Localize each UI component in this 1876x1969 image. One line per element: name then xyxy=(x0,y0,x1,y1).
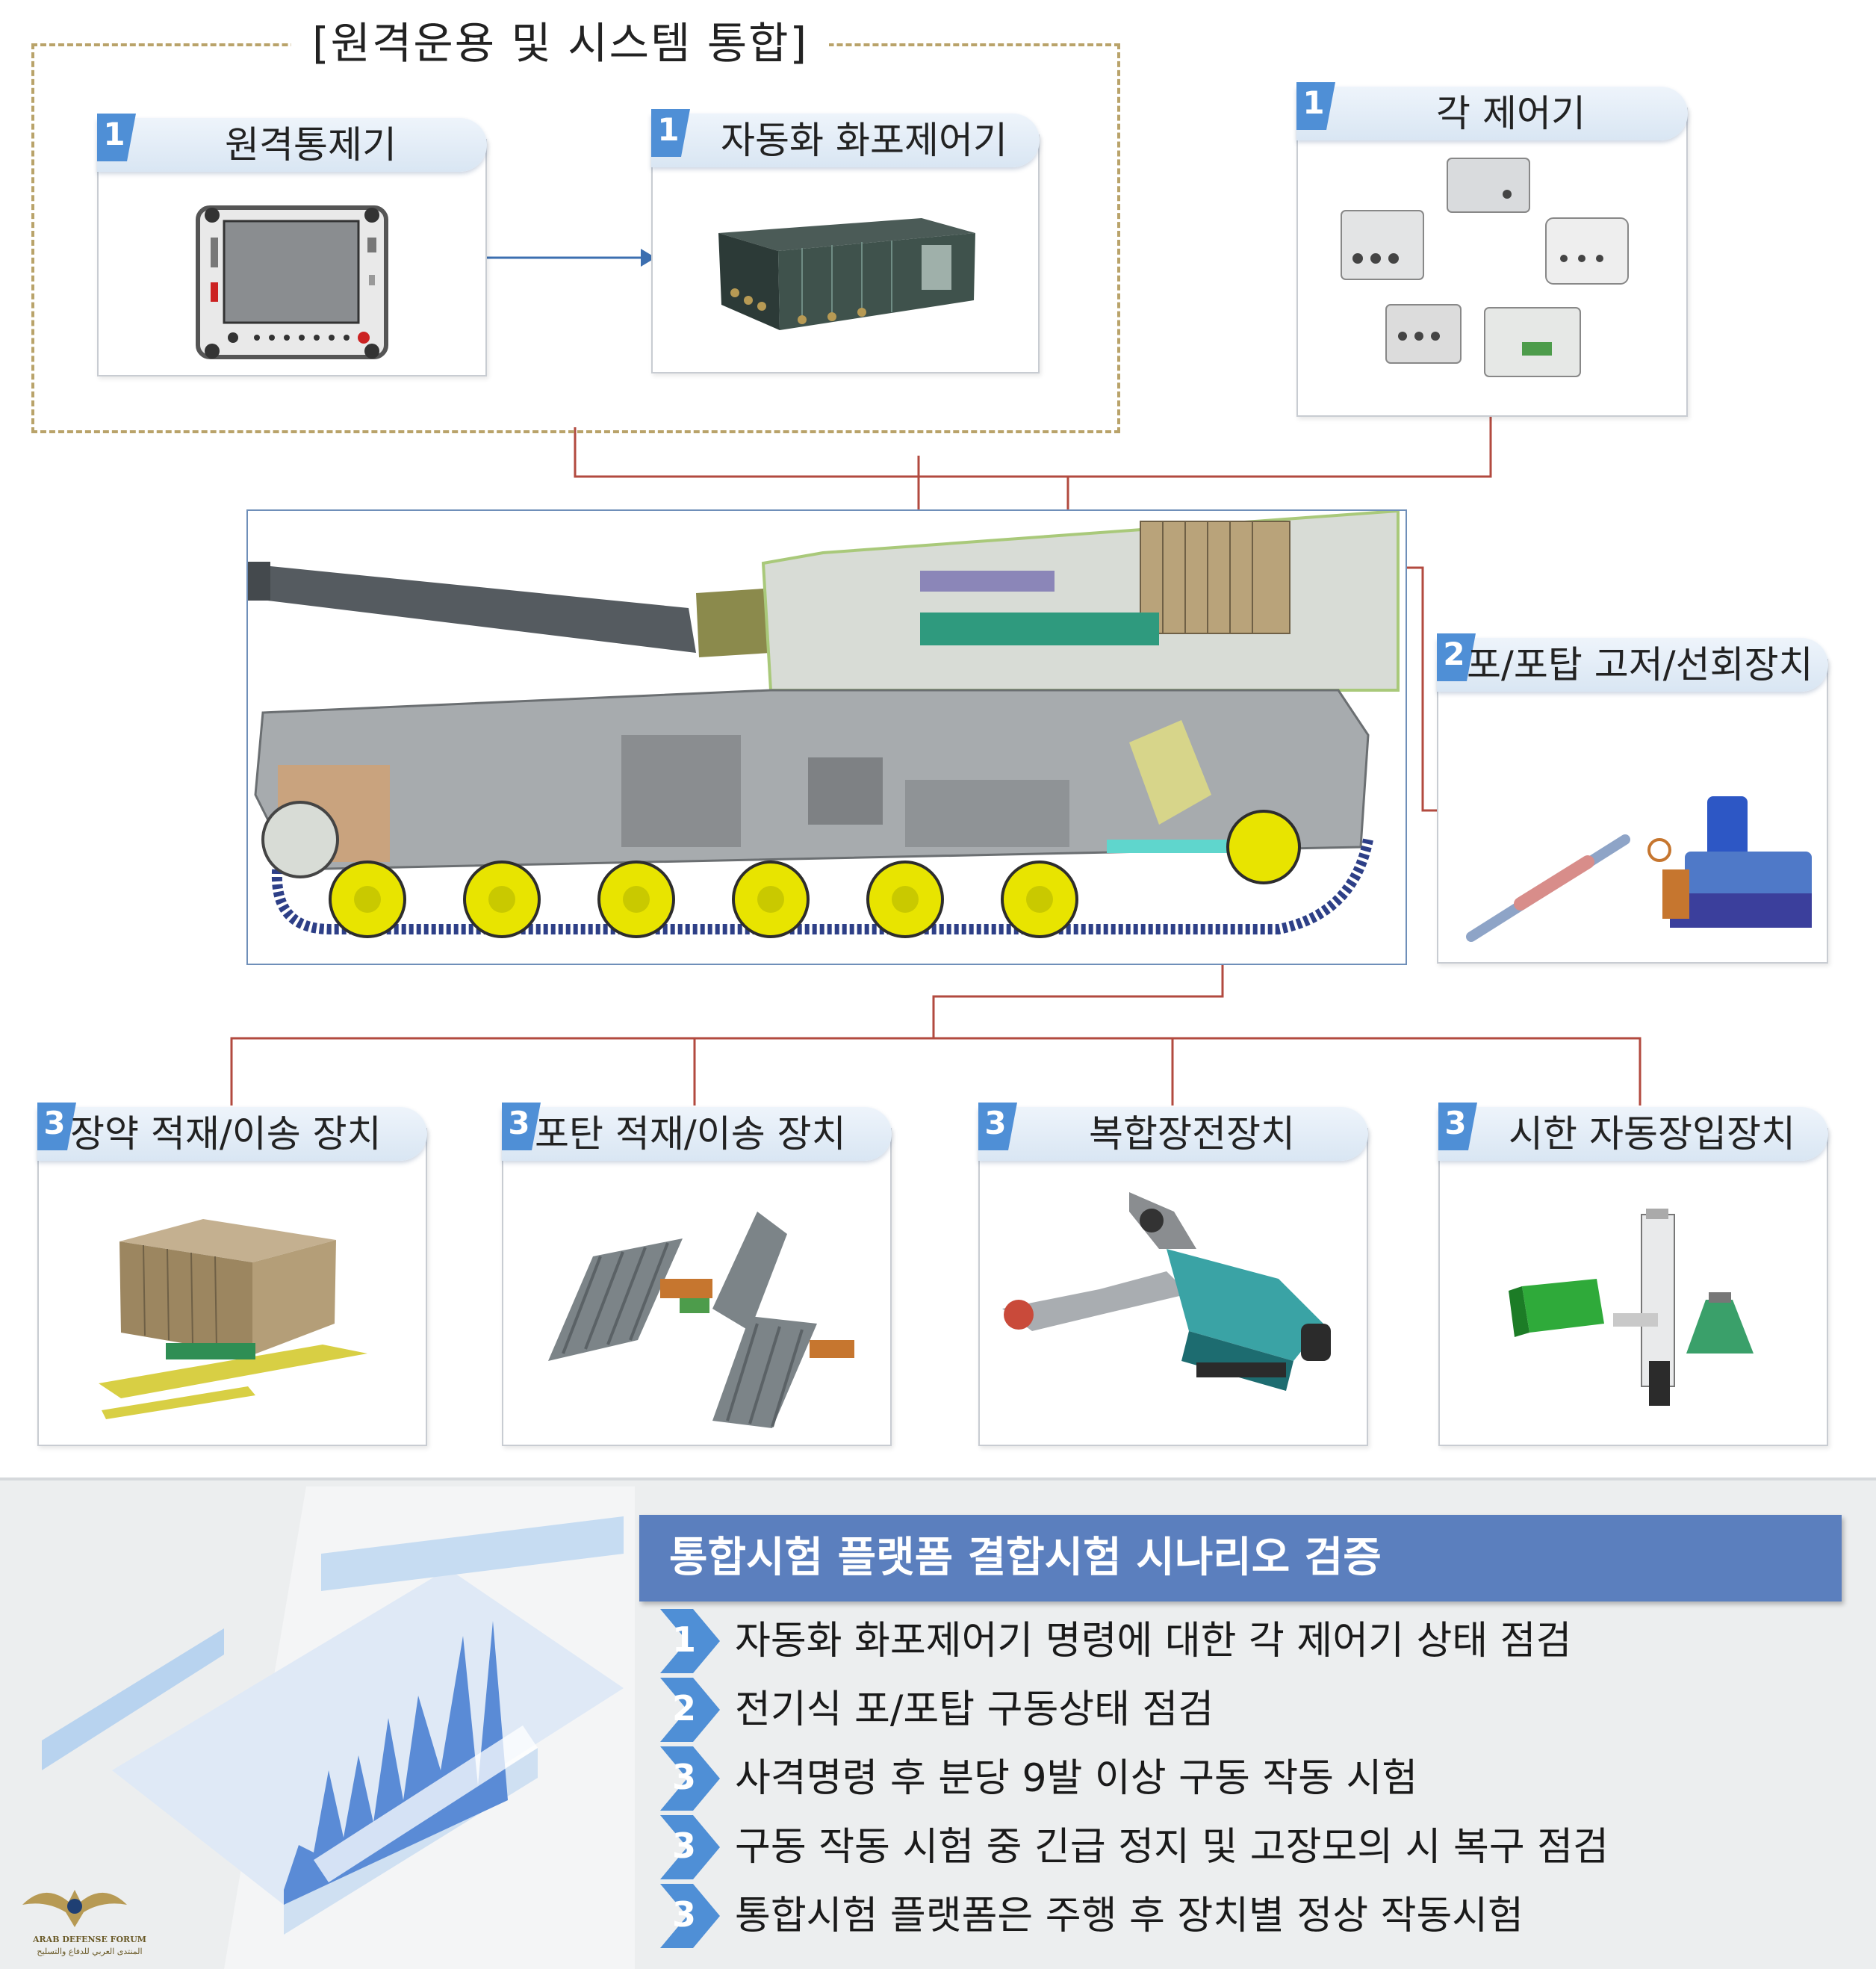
panel-divider xyxy=(0,1477,1876,1480)
step-chevron-icon: 1 xyxy=(660,1609,720,1673)
turret-drive-illustration xyxy=(1438,698,1827,962)
step-text: 자동화 화포제어기 명령에 대한 각 제어기 상태 점검 xyxy=(735,1619,1572,1663)
step-text: 사격명령 후 분당 9발 이상 구동 작동 시험 xyxy=(735,1756,1418,1801)
fire-control-unit-illustration xyxy=(653,173,1038,372)
card-charge-loader: 3 장약 적재/이송 장치 xyxy=(37,1103,427,1446)
badge: 3 xyxy=(978,1103,1017,1150)
card-combined-rammer: 3 복합장전장치 xyxy=(978,1103,1368,1446)
card-label: 복합장전장치 xyxy=(1089,1112,1295,1156)
card-label: 각 제어기 xyxy=(1436,92,1585,135)
card-label: 포/포탑 고저/선회장치 xyxy=(1467,643,1813,686)
eagle-icon xyxy=(22,1890,127,1927)
card-label: 원격통제기 xyxy=(225,123,397,167)
card-fuze-setter: 3 시한 자동장입장치 xyxy=(1438,1103,1828,1446)
card-remote-controller: 1 원격통제기 xyxy=(97,114,487,376)
card-label: 자동화 화포제어기 xyxy=(721,119,1007,162)
watermark-name: ARAB DEFENSE FORUM xyxy=(33,1935,146,1944)
shell-loader-illustration xyxy=(503,1167,890,1445)
badge: 3 xyxy=(1438,1103,1477,1150)
badge: 3 xyxy=(502,1103,541,1150)
card-label: 시한 자동장입장치 xyxy=(1509,1112,1795,1156)
remote-controller-illustration xyxy=(99,178,485,375)
badge: 1 xyxy=(651,109,690,157)
step-text: 구동 작동 시험 중 긴급 정지 및 고장모의 시 복구 점검 xyxy=(735,1825,1609,1870)
decorative-graphic xyxy=(42,1486,635,1969)
card-tab: 3 복합장전장치 xyxy=(978,1103,1368,1161)
step-chevron-icon: 3 xyxy=(660,1815,720,1879)
howitzer-cutaway-diagram xyxy=(246,509,1407,965)
scenario-step: 3 통합시험 플랫폼은 주행 후 장치별 정상 작동시험 xyxy=(660,1884,1855,1948)
group-title: [원격운용 및 시스템 통합] xyxy=(291,15,830,72)
fuze-setter-illustration xyxy=(1440,1167,1827,1445)
step-chevron-icon: 3 xyxy=(660,1884,720,1948)
step-text: 통합시험 플랫폼은 주행 후 장치별 정상 작동시험 xyxy=(735,1894,1524,1938)
scenario-step: 1 자동화 화포제어기 명령에 대한 각 제어기 상태 점검 xyxy=(660,1609,1855,1673)
card-tab: 1 각 제어기 xyxy=(1296,82,1688,140)
card-tab: 3 시한 자동장입장치 xyxy=(1438,1103,1828,1161)
card-shell-loader: 3 포탄 적재/이송 장치 xyxy=(502,1103,892,1446)
card-tab: 2 포/포탑 고저/선회장치 xyxy=(1437,633,1828,692)
watermark-sub: المنتدى العربي للدفاع والتسليح xyxy=(37,1947,143,1956)
card-tab: 3 포탄 적재/이송 장치 xyxy=(502,1103,892,1161)
card-tab: 1 자동화 화포제어기 xyxy=(651,109,1040,167)
card-fire-control-unit: 1 자동화 화포제어기 xyxy=(651,109,1040,373)
card-label: 포탄 적재/이송 장치 xyxy=(535,1112,846,1156)
step-chevron-icon: 3 xyxy=(660,1746,720,1811)
scenario-step: 3 사격명령 후 분당 9발 이상 구동 작동 시험 xyxy=(660,1746,1855,1811)
scenario-step: 2 전기식 포/포탑 구동상태 점검 xyxy=(660,1678,1855,1742)
watermark-logo: ARAB DEFENSE FORUM المنتدى العربي للدفاع… xyxy=(15,1875,146,1965)
combined-rammer-illustration xyxy=(980,1167,1367,1445)
step-chevron-icon: 2 xyxy=(660,1678,720,1742)
card-label: 장약 적재/이송 장치 xyxy=(70,1112,382,1156)
scenario-header: 통합시험 플랫폼 결합시험 시나리오 검증 xyxy=(639,1515,1842,1601)
controllers-illustration xyxy=(1298,146,1686,415)
card-tab: 1 원격통제기 xyxy=(97,114,487,172)
badge: 2 xyxy=(1437,633,1476,681)
scenario-step: 3 구동 작동 시험 중 긴급 정지 및 고장모의 시 복구 점검 xyxy=(660,1815,1855,1879)
charge-loader-illustration xyxy=(39,1167,426,1445)
card-gun-turret-drive: 2 포/포탑 고저/선회장치 xyxy=(1437,633,1828,964)
card-each-controller: 1 각 제어기 xyxy=(1296,82,1688,417)
badge: 1 xyxy=(1296,82,1335,130)
badge: 3 xyxy=(37,1103,76,1150)
badge: 1 xyxy=(97,114,136,161)
step-text: 전기식 포/포탑 구동상태 점검 xyxy=(735,1687,1214,1732)
card-tab: 3 장약 적재/이송 장치 xyxy=(37,1103,427,1161)
